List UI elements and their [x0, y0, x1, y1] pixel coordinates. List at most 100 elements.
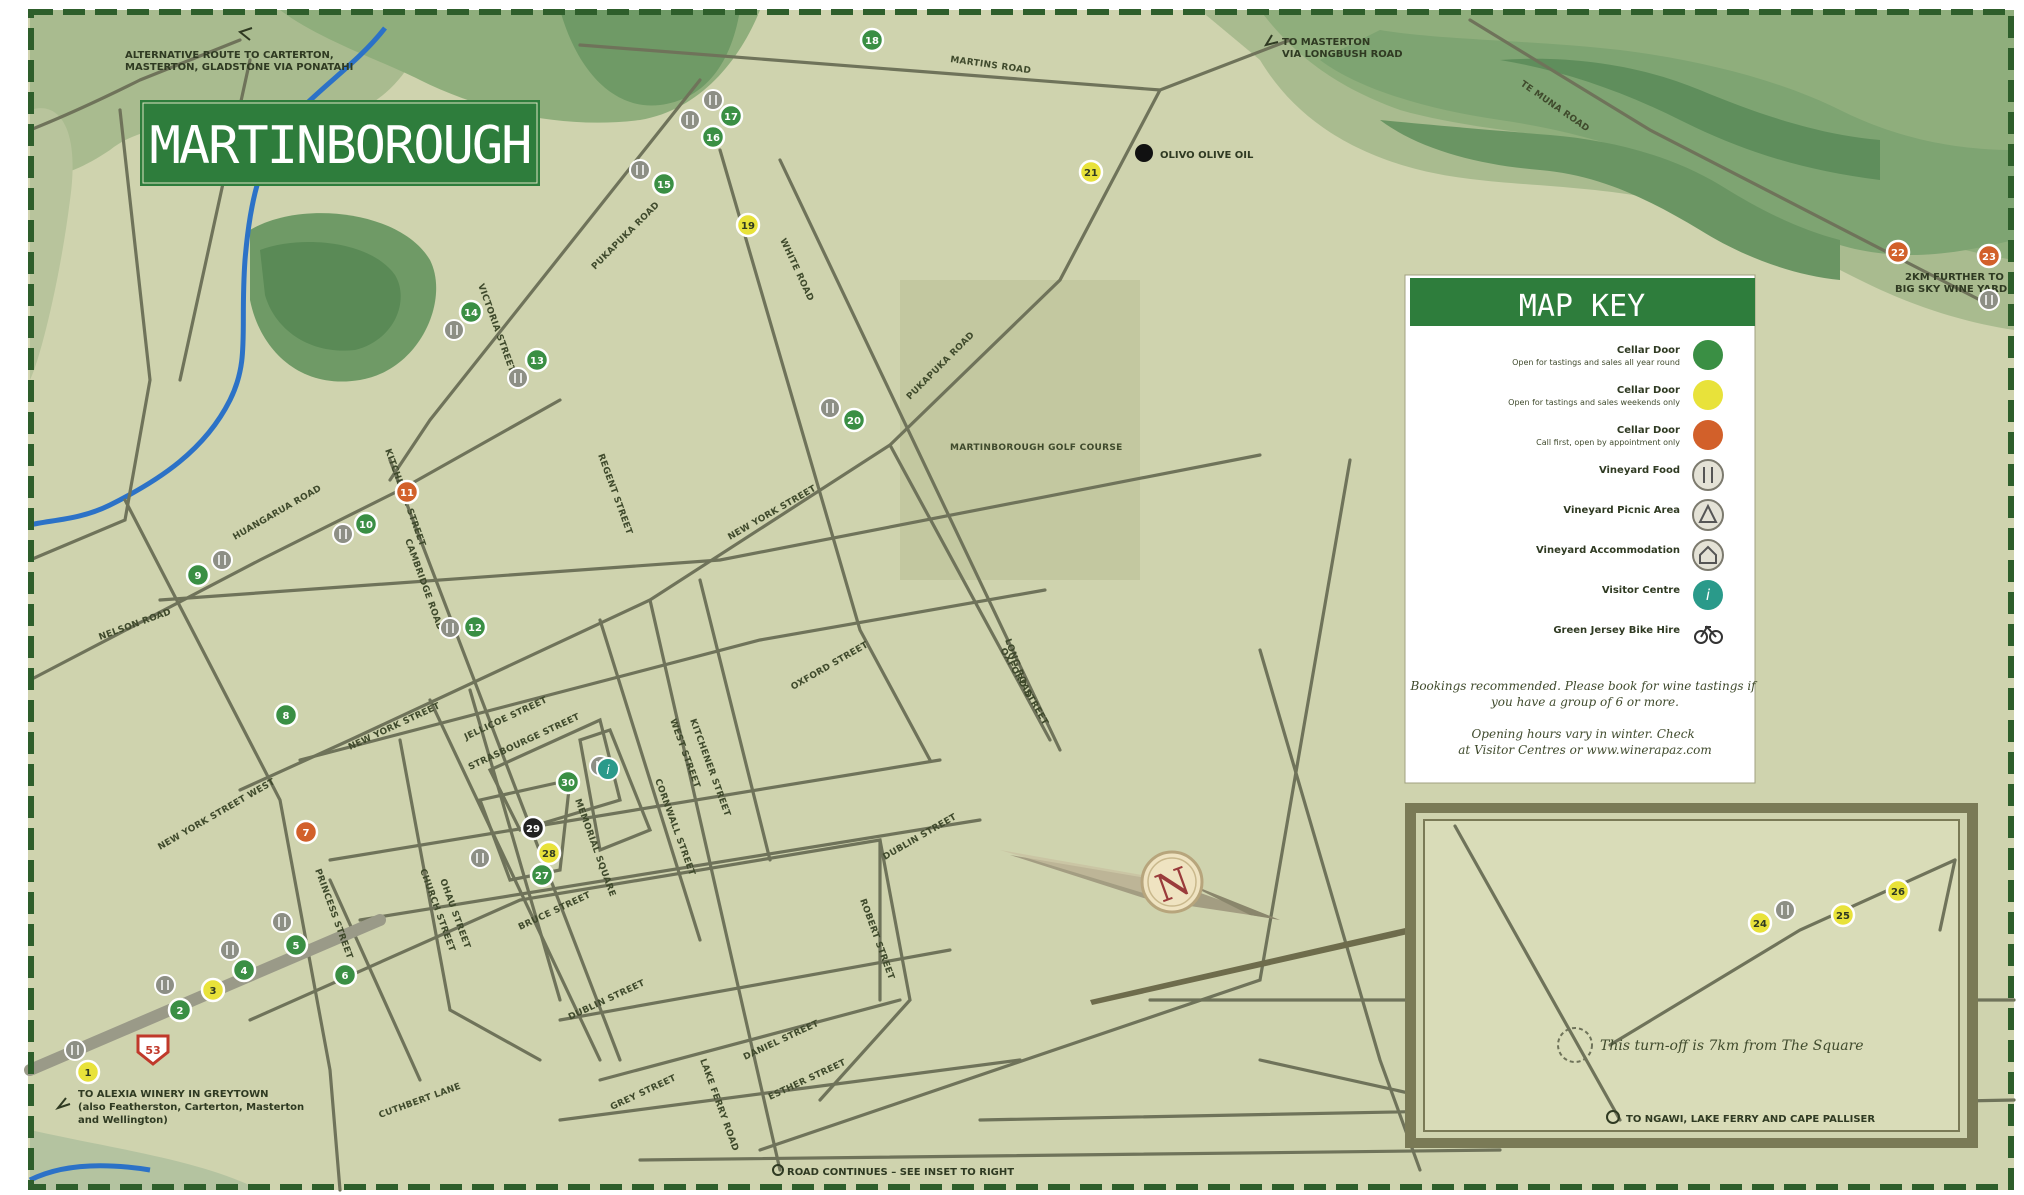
site-number: 16 — [706, 133, 720, 144]
site-marker-25[interactable]: 25 — [1830, 902, 1856, 928]
site-number: 30 — [561, 778, 575, 789]
site-marker-13[interactable]: 13 — [524, 347, 550, 373]
site-marker-14[interactable]: 14 — [458, 299, 484, 325]
vineyard-food-icon — [219, 939, 241, 961]
vineyard-food-icon — [1774, 899, 1796, 921]
key-item-6: Visitor Centre i — [1602, 580, 1723, 610]
visitor-centre-icon[interactable]: i — [596, 757, 620, 781]
site-marker-3[interactable]: 3 — [200, 977, 226, 1003]
svg-text:VIA LONGBUSH ROAD: VIA LONGBUSH ROAD — [1282, 49, 1403, 60]
site-marker-16[interactable]: 16 — [700, 124, 726, 150]
site-marker-18[interactable]: 18 — [859, 27, 885, 53]
site-number: 29 — [526, 824, 540, 835]
svg-text:53: 53 — [145, 1044, 160, 1057]
site-marker-26[interactable]: 26 — [1885, 878, 1911, 904]
site-marker-22[interactable]: 22 — [1885, 239, 1911, 265]
key-item-4: Vineyard Picnic Area — [1563, 499, 1724, 531]
inset-map: This turn-off is 7km from The Square TO … — [1405, 700, 1978, 1148]
site-marker-12[interactable]: 12 — [462, 614, 488, 640]
vineyard-food-icon — [819, 397, 841, 419]
key-item-7: Green Jersey Bike Hire — [1553, 625, 1723, 644]
site-marker-11[interactable]: 11 — [394, 479, 420, 505]
orange-dot-icon — [1693, 420, 1723, 450]
olive-oil-marker — [1135, 144, 1153, 162]
svg-text:(also Featherston, Carterton,: (also Featherston, Carterton, Masterton — [78, 1102, 304, 1113]
site-number: 18 — [865, 36, 879, 47]
key-item-title: Vineyard Accommodation — [1536, 545, 1680, 556]
site-number: 13 — [530, 356, 544, 367]
hours-note-line1: Opening hours vary in winter. Check — [1471, 727, 1694, 741]
site-marker-20[interactable]: 20 — [841, 407, 867, 433]
svg-text:TO MASTERTON: TO MASTERTON — [1282, 37, 1370, 48]
picnic-icon — [1692, 499, 1724, 531]
site-number: 11 — [400, 488, 414, 499]
site-marker-29[interactable]: 29 — [520, 815, 546, 841]
site-marker-23[interactable]: 23 — [1976, 243, 2002, 269]
golf-course-label: MARTINBOROUGH GOLF COURSE — [950, 443, 1123, 453]
svg-text:Bookings recommended. Please b: Bookings recommended. Please book for wi… — [1410, 679, 1760, 709]
key-item-title: Green Jersey Bike Hire — [1553, 625, 1680, 636]
svg-text:Opening hours vary in winter.: Opening hours vary in winter. Check at V… — [1458, 727, 1711, 757]
vineyard-food-icon — [629, 159, 651, 181]
site-number: 6 — [342, 971, 349, 982]
key-item-3: Vineyard Food — [1599, 459, 1724, 491]
site-marker-28[interactable]: 28 — [536, 840, 562, 866]
site-marker-10[interactable]: 10 — [353, 511, 379, 537]
site-number: 14 — [464, 308, 478, 319]
site-marker-2[interactable]: 2 — [167, 997, 193, 1023]
site-marker-30[interactable]: 30 — [555, 769, 581, 795]
svg-text:i: i — [606, 763, 610, 777]
accommodation-icon — [1692, 539, 1724, 571]
site-marker-9[interactable]: 9 — [185, 562, 211, 588]
site-number: 5 — [293, 941, 300, 952]
site-marker-6[interactable]: 6 — [332, 962, 358, 988]
site-number: 19 — [741, 221, 755, 232]
site-marker-17[interactable]: 17 — [718, 103, 744, 129]
vineyard-food-icon — [507, 367, 529, 389]
inset-to-ngawi: TO NGAWI, LAKE FERRY AND CAPE PALLISER — [1626, 1114, 1875, 1125]
site-marker-5[interactable]: 5 — [283, 932, 309, 958]
site-marker-1[interactable]: 1 — [75, 1059, 101, 1085]
map-key: MAP KEY Cellar Door Open for tastings and… — [1404, 274, 1760, 784]
food-icon — [1692, 459, 1724, 491]
site-marker-15[interactable]: 15 — [651, 171, 677, 197]
terrain — [30, 10, 2014, 1190]
site-number: 8 — [283, 711, 290, 722]
site-number: 1 — [85, 1068, 92, 1079]
title-box: MARTINBOROUGH — [140, 100, 540, 186]
map-key-title: MAP KEY — [1519, 289, 1645, 324]
key-item-desc: Open for tastings and sales all year rou… — [1512, 358, 1680, 367]
site-marker-8[interactable]: 8 — [273, 702, 299, 728]
visitor-centre-icon: i — [1693, 580, 1723, 610]
site-marker-21[interactable]: 21 — [1078, 159, 1104, 185]
site-number: 25 — [1836, 911, 1850, 922]
highway-53-shield: 53 — [136, 1034, 170, 1066]
site-marker-7[interactable]: 7 — [293, 819, 319, 845]
site-marker-24[interactable]: 24 — [1747, 910, 1773, 936]
site-marker-4[interactable]: 4 — [231, 957, 257, 983]
vineyard-food-icon — [271, 911, 293, 933]
yellow-dot-icon — [1693, 380, 1723, 410]
map-title: MARTINBOROUGH — [150, 116, 531, 176]
compass-icon: N — [1000, 850, 1280, 920]
svg-text:TO ALEXIA WINERY IN GREYTOWN: TO ALEXIA WINERY IN GREYTOWN — [78, 1089, 269, 1100]
key-item-5: Vineyard Accommodation — [1536, 539, 1724, 571]
site-number: 15 — [657, 180, 671, 191]
site-marker-19[interactable]: 19 — [735, 212, 761, 238]
svg-text:ALTERNATIVE ROUTE TO CARTERTON: ALTERNATIVE ROUTE TO CARTERTON, — [125, 50, 334, 61]
key-item-title: Cellar Door — [1617, 425, 1680, 436]
bike-icon — [1694, 625, 1723, 644]
svg-text:i: i — [1706, 586, 1711, 604]
vineyard-food-icon — [439, 617, 461, 639]
site-number: 28 — [542, 849, 556, 860]
key-item-title: Cellar Door — [1617, 385, 1680, 396]
vineyard-food-icon — [469, 847, 491, 869]
site-number: 7 — [303, 828, 310, 839]
site-number: 21 — [1084, 168, 1098, 179]
site-marker-27[interactable]: 27 — [529, 862, 555, 888]
map-border — [28, 9, 2014, 1190]
key-item-title: Visitor Centre — [1602, 585, 1680, 596]
vineyard-food-icon — [443, 319, 465, 341]
